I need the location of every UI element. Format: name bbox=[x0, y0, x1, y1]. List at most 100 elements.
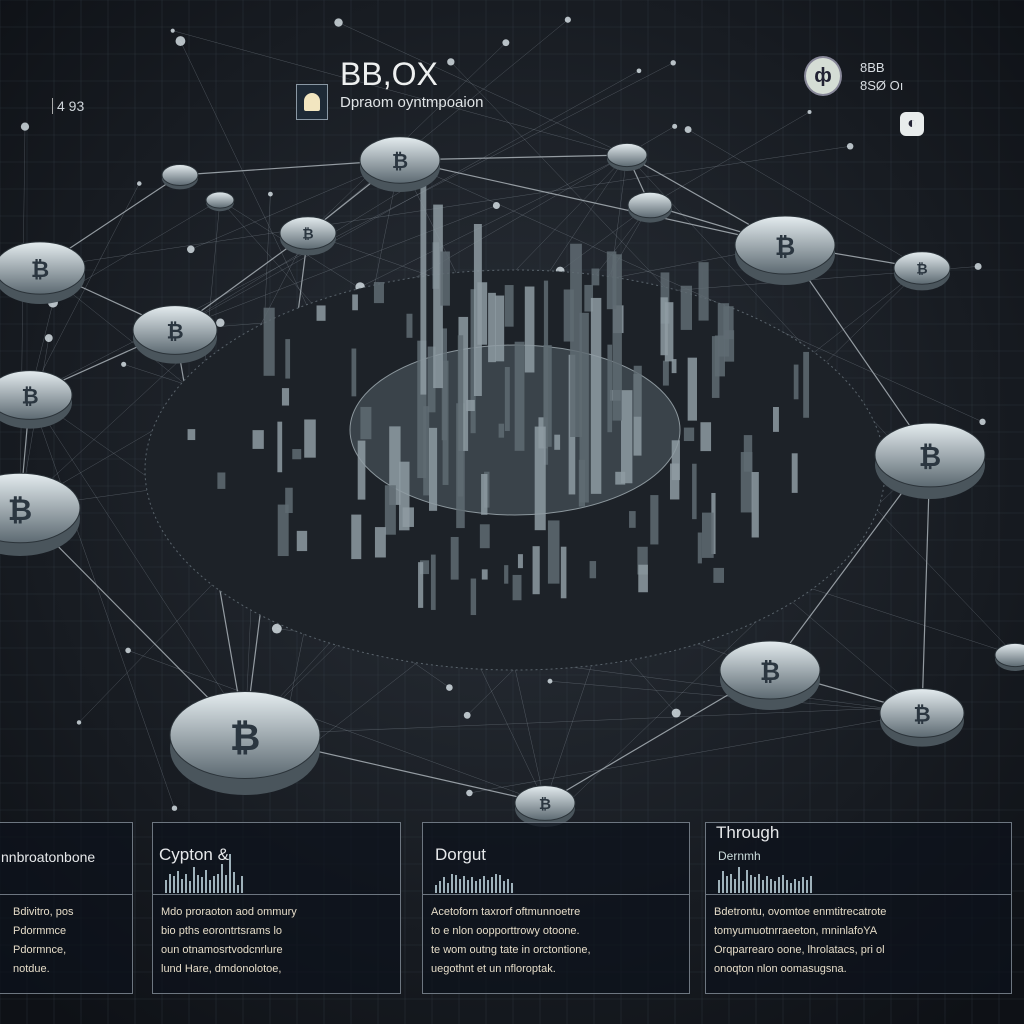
spark-bar bbox=[778, 877, 780, 893]
coin-node bbox=[893, 251, 951, 285]
building bbox=[723, 306, 734, 340]
building bbox=[692, 463, 697, 520]
bitcoin-icon: ₿ bbox=[775, 232, 795, 261]
spark-bar bbox=[173, 876, 175, 893]
building bbox=[637, 546, 648, 575]
spark-bar bbox=[435, 885, 437, 893]
building bbox=[374, 527, 386, 558]
coin-node bbox=[169, 691, 321, 779]
spark-bar bbox=[447, 882, 449, 893]
building bbox=[420, 172, 427, 395]
building bbox=[793, 364, 799, 400]
bell-icon[interactable] bbox=[296, 84, 328, 120]
coin-icon[interactable]: ф bbox=[804, 56, 842, 96]
spark-bar bbox=[241, 876, 243, 893]
building bbox=[470, 289, 476, 434]
spark-bar bbox=[754, 877, 756, 893]
panel-text: uegothnt et un nfloroptak. bbox=[431, 963, 556, 975]
building bbox=[316, 305, 326, 321]
building bbox=[473, 223, 482, 397]
bitcoin-icon: ₿ bbox=[8, 493, 32, 528]
panel-body: Acetoforn taxrorf oftmunnoetre to e nlon… bbox=[431, 903, 591, 979]
page-title: BB,OX bbox=[340, 56, 438, 92]
network-link bbox=[174, 70, 640, 331]
bitcoin-icon: ₿ bbox=[21, 384, 38, 408]
network-dot bbox=[20, 122, 30, 131]
spark-bar bbox=[495, 873, 497, 893]
building bbox=[724, 330, 735, 362]
building bbox=[442, 360, 449, 485]
network-dot bbox=[171, 805, 178, 811]
building bbox=[662, 360, 669, 386]
network-dot bbox=[446, 684, 453, 691]
building bbox=[671, 440, 680, 481]
building bbox=[406, 313, 413, 338]
network-dot bbox=[187, 245, 195, 254]
spark-bar bbox=[746, 869, 748, 893]
building bbox=[285, 487, 293, 514]
building bbox=[430, 554, 436, 610]
spark-bar bbox=[471, 877, 473, 893]
building bbox=[543, 345, 552, 447]
panel-text: Pdormmce bbox=[13, 925, 67, 937]
building bbox=[304, 419, 316, 458]
panel-text: Acetoforn taxrorf oftmunnoetre bbox=[431, 906, 581, 918]
network-link bbox=[687, 129, 923, 269]
building bbox=[612, 254, 622, 421]
spark-bar bbox=[794, 878, 796, 893]
network-dot bbox=[170, 28, 175, 33]
bitcoin-icon: ₿ bbox=[31, 257, 49, 283]
building bbox=[351, 514, 362, 560]
building bbox=[488, 292, 496, 363]
network-dot bbox=[334, 18, 343, 27]
building bbox=[698, 262, 709, 321]
building bbox=[590, 297, 602, 494]
building bbox=[532, 546, 540, 595]
spark-bar bbox=[758, 873, 760, 893]
toggle-icon[interactable]: ◐ bbox=[900, 112, 924, 136]
building bbox=[470, 578, 477, 616]
network-link bbox=[649, 111, 810, 206]
network-dot bbox=[492, 201, 500, 210]
network-dot bbox=[670, 60, 676, 66]
bitcoin-icon: ₿ bbox=[230, 715, 261, 759]
info-panel-2: Cypton & Mdo proraoton aod ommury bio pt… bbox=[152, 822, 401, 994]
spark-bar bbox=[205, 869, 207, 893]
spark-bar bbox=[439, 881, 441, 893]
coin-node bbox=[606, 142, 648, 168]
info-panel-1: nnbroatonbone Bdivitro, pos Pdormmce Pdo… bbox=[0, 822, 133, 994]
building bbox=[560, 546, 567, 599]
network-dot bbox=[807, 110, 812, 115]
building bbox=[591, 268, 600, 286]
spark-bar bbox=[181, 878, 183, 893]
network-dot bbox=[979, 418, 986, 426]
panel-body: Mdo proraoton aod ommury bio pths eoront… bbox=[161, 903, 297, 979]
building bbox=[263, 307, 275, 376]
top-right-line1: 8BB bbox=[860, 60, 885, 75]
spark-bar bbox=[237, 885, 239, 893]
bitcoin-icon: ₿ bbox=[919, 441, 941, 473]
spark-bar bbox=[229, 854, 231, 893]
spark-bar bbox=[770, 878, 772, 893]
spark-bar bbox=[738, 867, 740, 893]
bar-sparkline bbox=[435, 853, 513, 893]
spark-bar bbox=[750, 874, 752, 893]
info-panel-4: Through Dernmh Bdetrontu, ovomtoe enmtit… bbox=[705, 822, 1012, 994]
spark-bar bbox=[810, 876, 812, 893]
spark-bar bbox=[221, 864, 223, 893]
building bbox=[427, 346, 436, 413]
spark-bar bbox=[734, 878, 736, 893]
spark-bar bbox=[730, 873, 732, 893]
building bbox=[680, 285, 693, 330]
spark-bar bbox=[201, 877, 203, 893]
building bbox=[481, 569, 488, 580]
spark-bar bbox=[165, 880, 167, 893]
network-dot bbox=[547, 678, 553, 684]
bitcoin-icon: ₿ bbox=[302, 227, 313, 243]
panel-text: Bdetrontu, ovomtoe enmtitrecatrote bbox=[714, 906, 887, 918]
spark-bar bbox=[197, 874, 199, 893]
bar-sparkline bbox=[165, 853, 243, 893]
spark-bar bbox=[459, 878, 461, 893]
building bbox=[504, 367, 510, 431]
network-link bbox=[29, 183, 140, 396]
